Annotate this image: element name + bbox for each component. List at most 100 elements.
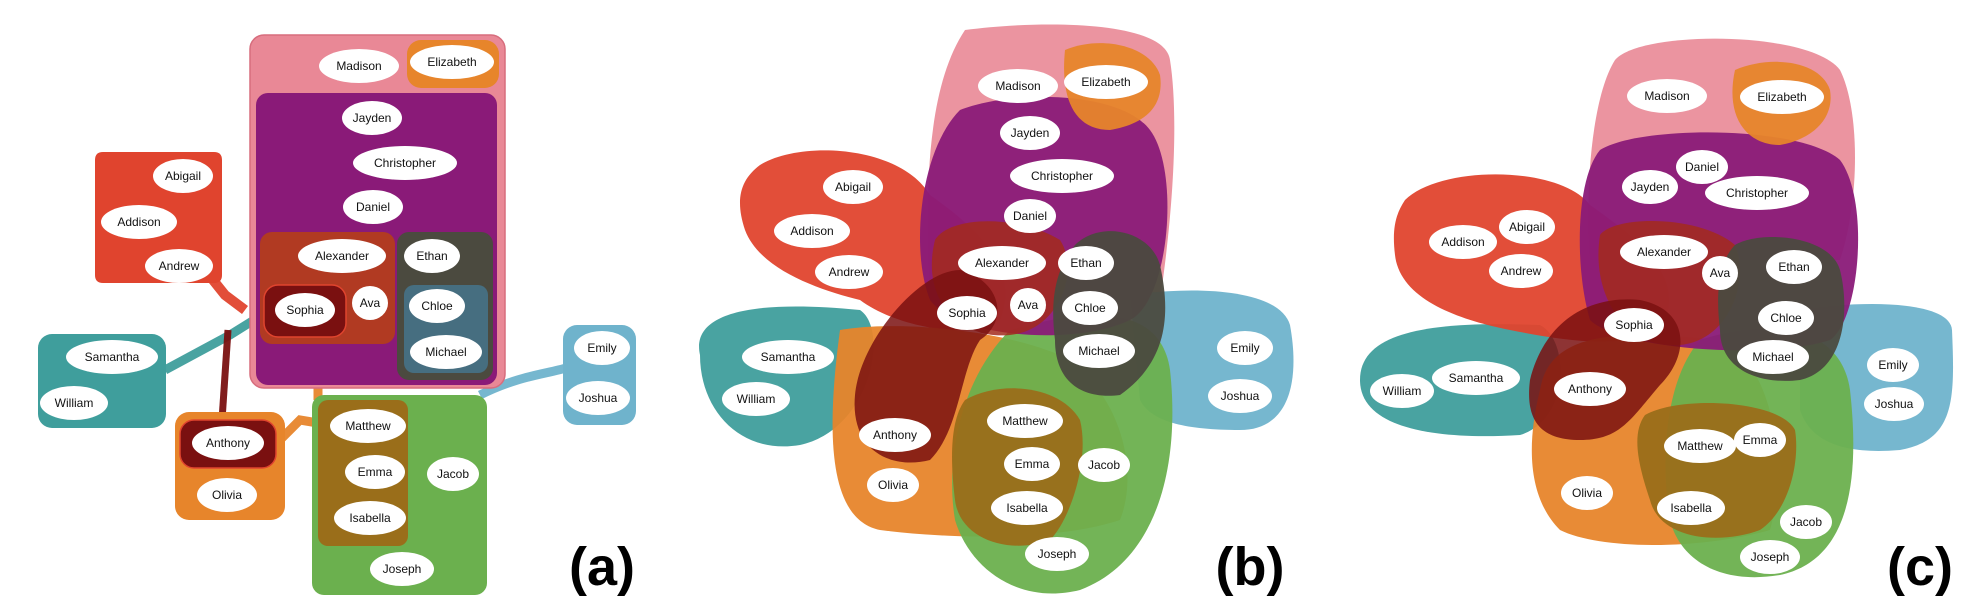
node-label: Joshua: [579, 391, 618, 405]
node-label: Ava: [360, 296, 381, 310]
node-ethan: Ethan: [404, 239, 460, 273]
node-ellipse: [1064, 65, 1148, 99]
node-ellipse: [1058, 246, 1114, 280]
node-daniel: Daniel: [1676, 150, 1728, 184]
node-jacob: Jacob: [1780, 505, 1832, 539]
node-ellipse: [1734, 423, 1786, 457]
node-label: Samantha: [1449, 371, 1504, 385]
node-addison: Addison: [1429, 225, 1497, 259]
node-label: Jayden: [353, 111, 392, 125]
node-ellipse: [1208, 379, 1272, 413]
node-ellipse: [1004, 199, 1056, 233]
node-ellipse: [1705, 176, 1809, 210]
node-label: Andrew: [1501, 264, 1542, 278]
node-label: Alexander: [1637, 245, 1691, 259]
node-ava: Ava: [1010, 288, 1046, 322]
node-ellipse: [145, 249, 213, 283]
node-ellipse: [1217, 331, 1273, 365]
node-label: Sophia: [286, 303, 324, 317]
node-label: Chloe: [421, 299, 453, 313]
node-abigail: Abigail: [153, 159, 213, 193]
node-ellipse: [1062, 291, 1118, 325]
node-label: Jayden: [1011, 126, 1050, 140]
panel-a-bubblesets-grid: [38, 34, 636, 595]
node-ellipse: [1010, 159, 1114, 193]
node-ellipse: [1740, 540, 1800, 574]
node-label: Isabella: [1006, 501, 1048, 515]
node-label: Olivia: [1572, 486, 1602, 500]
node-label: Christopher: [1726, 186, 1788, 200]
node-andrew: Andrew: [1489, 254, 1553, 288]
node-madison: Madison: [1627, 79, 1707, 113]
node-label: Alexander: [315, 249, 369, 263]
node-ellipse: [1740, 80, 1824, 114]
node-ellipse: [410, 335, 482, 369]
node-ellipse: [1737, 340, 1809, 374]
node-label: Chloe: [1770, 311, 1802, 325]
node-ellipse: [1432, 361, 1520, 395]
node-label: Olivia: [212, 488, 242, 502]
node-sophia: Sophia: [1604, 308, 1664, 342]
node-ellipse: [343, 190, 403, 224]
node-label: Madison: [1644, 89, 1689, 103]
node-ellipse: [319, 49, 399, 83]
node-michael: Michael: [1063, 334, 1135, 368]
node-label: Addison: [117, 215, 160, 229]
node-label: Andrew: [829, 265, 870, 279]
node-ellipse: [1867, 348, 1919, 382]
node-label: Andrew: [159, 259, 200, 273]
node-ellipse: [722, 382, 790, 416]
panel-label-c: (c): [1887, 537, 1953, 597]
node-label: Jacob: [437, 467, 469, 481]
node-ellipse: [352, 286, 388, 320]
node-label: Sophia: [948, 306, 986, 320]
node-label: Isabella: [1670, 501, 1712, 515]
panel-label-a: (a): [569, 537, 635, 597]
node-ellipse: [1554, 372, 1626, 406]
node-ellipse: [1561, 476, 1613, 510]
node-label: Joseph: [1038, 547, 1077, 561]
node-joshua: Joshua: [1208, 379, 1272, 413]
node-ellipse: [1063, 334, 1135, 368]
node-joseph: Joseph: [370, 552, 434, 586]
node-label: Jayden: [1631, 180, 1670, 194]
node-alexander: Alexander: [298, 239, 386, 273]
node-ellipse: [1489, 254, 1553, 288]
node-label: Isabella: [349, 511, 391, 525]
node-label: Michael: [1752, 350, 1793, 364]
node-anthony: Anthony: [859, 418, 931, 452]
node-label: Abigail: [835, 180, 871, 194]
node-label: Alexander: [975, 256, 1029, 270]
node-label: Madison: [336, 59, 381, 73]
node-ellipse: [342, 101, 402, 135]
node-jacob: Jacob: [427, 457, 479, 491]
node-joseph: Joseph: [1740, 540, 1800, 574]
node-ethan: Ethan: [1058, 246, 1114, 280]
node-elizabeth: Elizabeth: [1740, 80, 1824, 114]
node-label: Addison: [790, 224, 833, 238]
node-joshua: Joshua: [566, 381, 630, 415]
node-label: Anthony: [1568, 382, 1612, 396]
node-chloe: Chloe: [409, 289, 465, 323]
node-emily: Emily: [574, 331, 630, 365]
node-ellipse: [1664, 429, 1736, 463]
node-anthony: Anthony: [1554, 372, 1626, 406]
node-ellipse: [1000, 116, 1060, 150]
node-label: William: [1383, 384, 1422, 398]
node-label: Christopher: [374, 156, 436, 170]
node-isabella: Isabella: [1657, 491, 1725, 525]
node-label: Christopher: [1031, 169, 1093, 183]
node-anthony: Anthony: [192, 426, 264, 460]
node-label: Anthony: [873, 428, 917, 442]
node-william: William: [1370, 374, 1434, 408]
node-ellipse: [566, 381, 630, 415]
node-label: Joshua: [1221, 389, 1260, 403]
node-andrew: Andrew: [815, 255, 883, 289]
node-ellipse: [1620, 235, 1708, 269]
node-ellipse: [1025, 537, 1089, 571]
node-label: Emma: [358, 465, 393, 479]
node-michael: Michael: [1737, 340, 1809, 374]
node-alexander: Alexander: [958, 246, 1046, 280]
node-label: Abigail: [1509, 220, 1545, 234]
